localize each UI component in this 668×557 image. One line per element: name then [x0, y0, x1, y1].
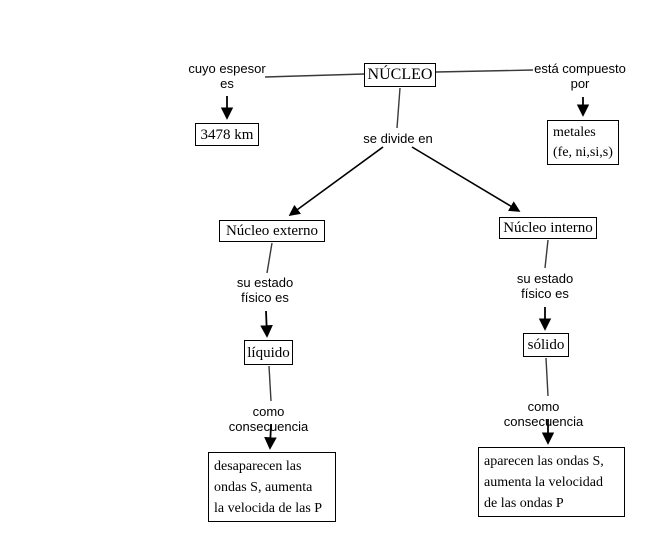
edge-solido-to-consecuencia: [545, 357, 549, 397]
link-label-estado-fisico-externo: su estado físico es: [236, 275, 294, 305]
edge-nucleo-to-esta-compuesto: [435, 69, 534, 73]
node-liquido: líquido: [244, 340, 293, 365]
arrow-consecuencia-to-desaparecen: [264, 423, 277, 450]
link-label-se-divide: se divide en: [363, 131, 433, 146]
edge-nucleo-to-se-divide: [396, 87, 401, 129]
edge-interno-to-estado: [544, 239, 549, 269]
edge-nucleo-to-cuyo-espesor: [264, 73, 365, 78]
link-label-cuyo-espesor: cuyo espesor es: [188, 61, 266, 91]
edge-liquido-to-consecuencia: [268, 365, 272, 402]
arrow-sedivide-to-nucleo-externo: [288, 146, 384, 216]
link-label-estado-fisico-interno: su estado físico es: [516, 271, 574, 301]
link-label-esta-compuesto: está compuesto por: [534, 61, 626, 91]
node-nucleo: NÚCLEO: [364, 63, 436, 87]
node-metales: metales (fe, ni,si,s): [547, 120, 619, 165]
node-consecuencia-externo: desaparecen las ondas S, aumenta la velo…: [208, 452, 336, 522]
node-solido: sólido: [523, 333, 569, 357]
node-nucleo-interno: Núcleo interno: [499, 217, 597, 239]
node-nucleo-externo: Núcleo externo: [219, 220, 325, 242]
arrow-estado-to-liquido: [260, 310, 273, 338]
arrow-sedivide-to-nucleo-interno: [411, 146, 521, 212]
edge-externo-to-estado: [266, 242, 273, 274]
link-label-como-consecuencia-externo: como consecuencia: [228, 404, 309, 434]
node-espesor-valor: 3478 km: [195, 123, 259, 146]
node-consecuencia-interno: aparecen las ondas S, aumenta la velocid…: [478, 447, 625, 517]
link-label-como-consecuencia-interno: como consecuencia: [503, 399, 584, 429]
